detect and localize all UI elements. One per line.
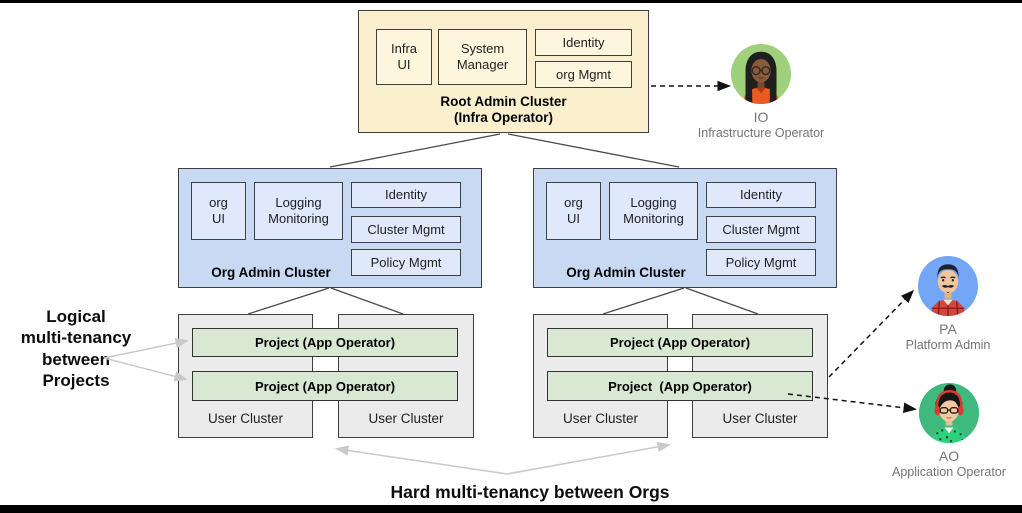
persona-role: Platform Admin [905,338,991,353]
user-cluster-label: User Cluster [722,411,798,426]
ao-avatar-icon [918,382,980,444]
root-to-org1-connector [329,133,501,168]
org-cluster-title: Org Admin Cluster [566,265,686,280]
persona-infrastructure-operator: IO Infrastructure Operator [676,43,846,141]
org-admin-cluster-2: org UI Logging Monitoring Identity Clust… [533,168,837,288]
root-admin-cluster: Infra UI System Manager Identity org Mgm… [358,10,649,133]
user-cluster-label: User Cluster [562,411,638,426]
io-avatar-icon [730,43,792,105]
org1-to-uc2-connector [330,287,404,315]
component-policy-mgmt: Policy Mgmt [351,249,461,276]
component-logging-monitoring: Logging Monitoring [254,182,343,240]
top-border-bar [0,0,1022,3]
root-to-org2-connector [507,133,680,168]
component-infra-ui: Infra UI [376,29,432,85]
persona-role: Application Operator [892,465,1006,480]
org1-to-uc1-connector [247,287,330,315]
org-cluster-title: Org Admin Cluster [211,265,331,280]
persona-platform-admin: PA Platform Admin [863,255,1022,353]
component-org-ui: org UI [191,182,246,240]
hard-label-arrow-left [335,445,508,475]
org2-to-uc3-connector [602,287,685,315]
project-bar: Project (App Operator) [547,328,813,357]
component-identity: Identity [706,182,816,208]
persona-initials: AO [938,448,960,464]
component-cluster-mgmt: Cluster Mgmt [706,216,816,243]
component-policy-mgmt: Policy Mgmt [706,249,816,276]
component-org-mgmt: org Mgmt [535,61,632,88]
persona-initials: IO [753,109,769,125]
project-bar: Project (App Operator) [192,328,458,357]
component-identity: Identity [535,29,632,56]
pa-avatar-icon [917,255,979,317]
component-identity: Identity [351,182,461,208]
persona-application-operator: AO Application Operator [864,382,1022,480]
user-cluster-label: User Cluster [207,411,283,426]
root-cluster-title: Root Admin Cluster (Infra Operator) [440,94,567,125]
logical-multitenancy-label: Logical multi-tenancy between Projects [20,307,132,390]
component-logging-monitoring: Logging Monitoring [609,182,698,240]
bottom-border-bar [0,505,1022,513]
user-cluster-label: User Cluster [368,411,444,426]
project-bar: Project (App Operator) [192,371,458,401]
org2-to-uc4-connector [685,287,759,315]
hard-multitenancy-label: Hard multi-tenancy between Orgs [390,482,670,502]
persona-role: Infrastructure Operator [697,126,825,141]
project-bar: Project (App Operator) [547,371,813,401]
hard-label-arrow-right [506,441,671,475]
component-org-ui: org UI [546,182,601,240]
org-admin-cluster-1: org UI Logging Monitoring Identity Clust… [178,168,482,288]
component-cluster-mgmt: Cluster Mgmt [351,216,461,243]
component-system-manager: System Manager [438,29,527,85]
persona-initials: PA [939,321,957,337]
